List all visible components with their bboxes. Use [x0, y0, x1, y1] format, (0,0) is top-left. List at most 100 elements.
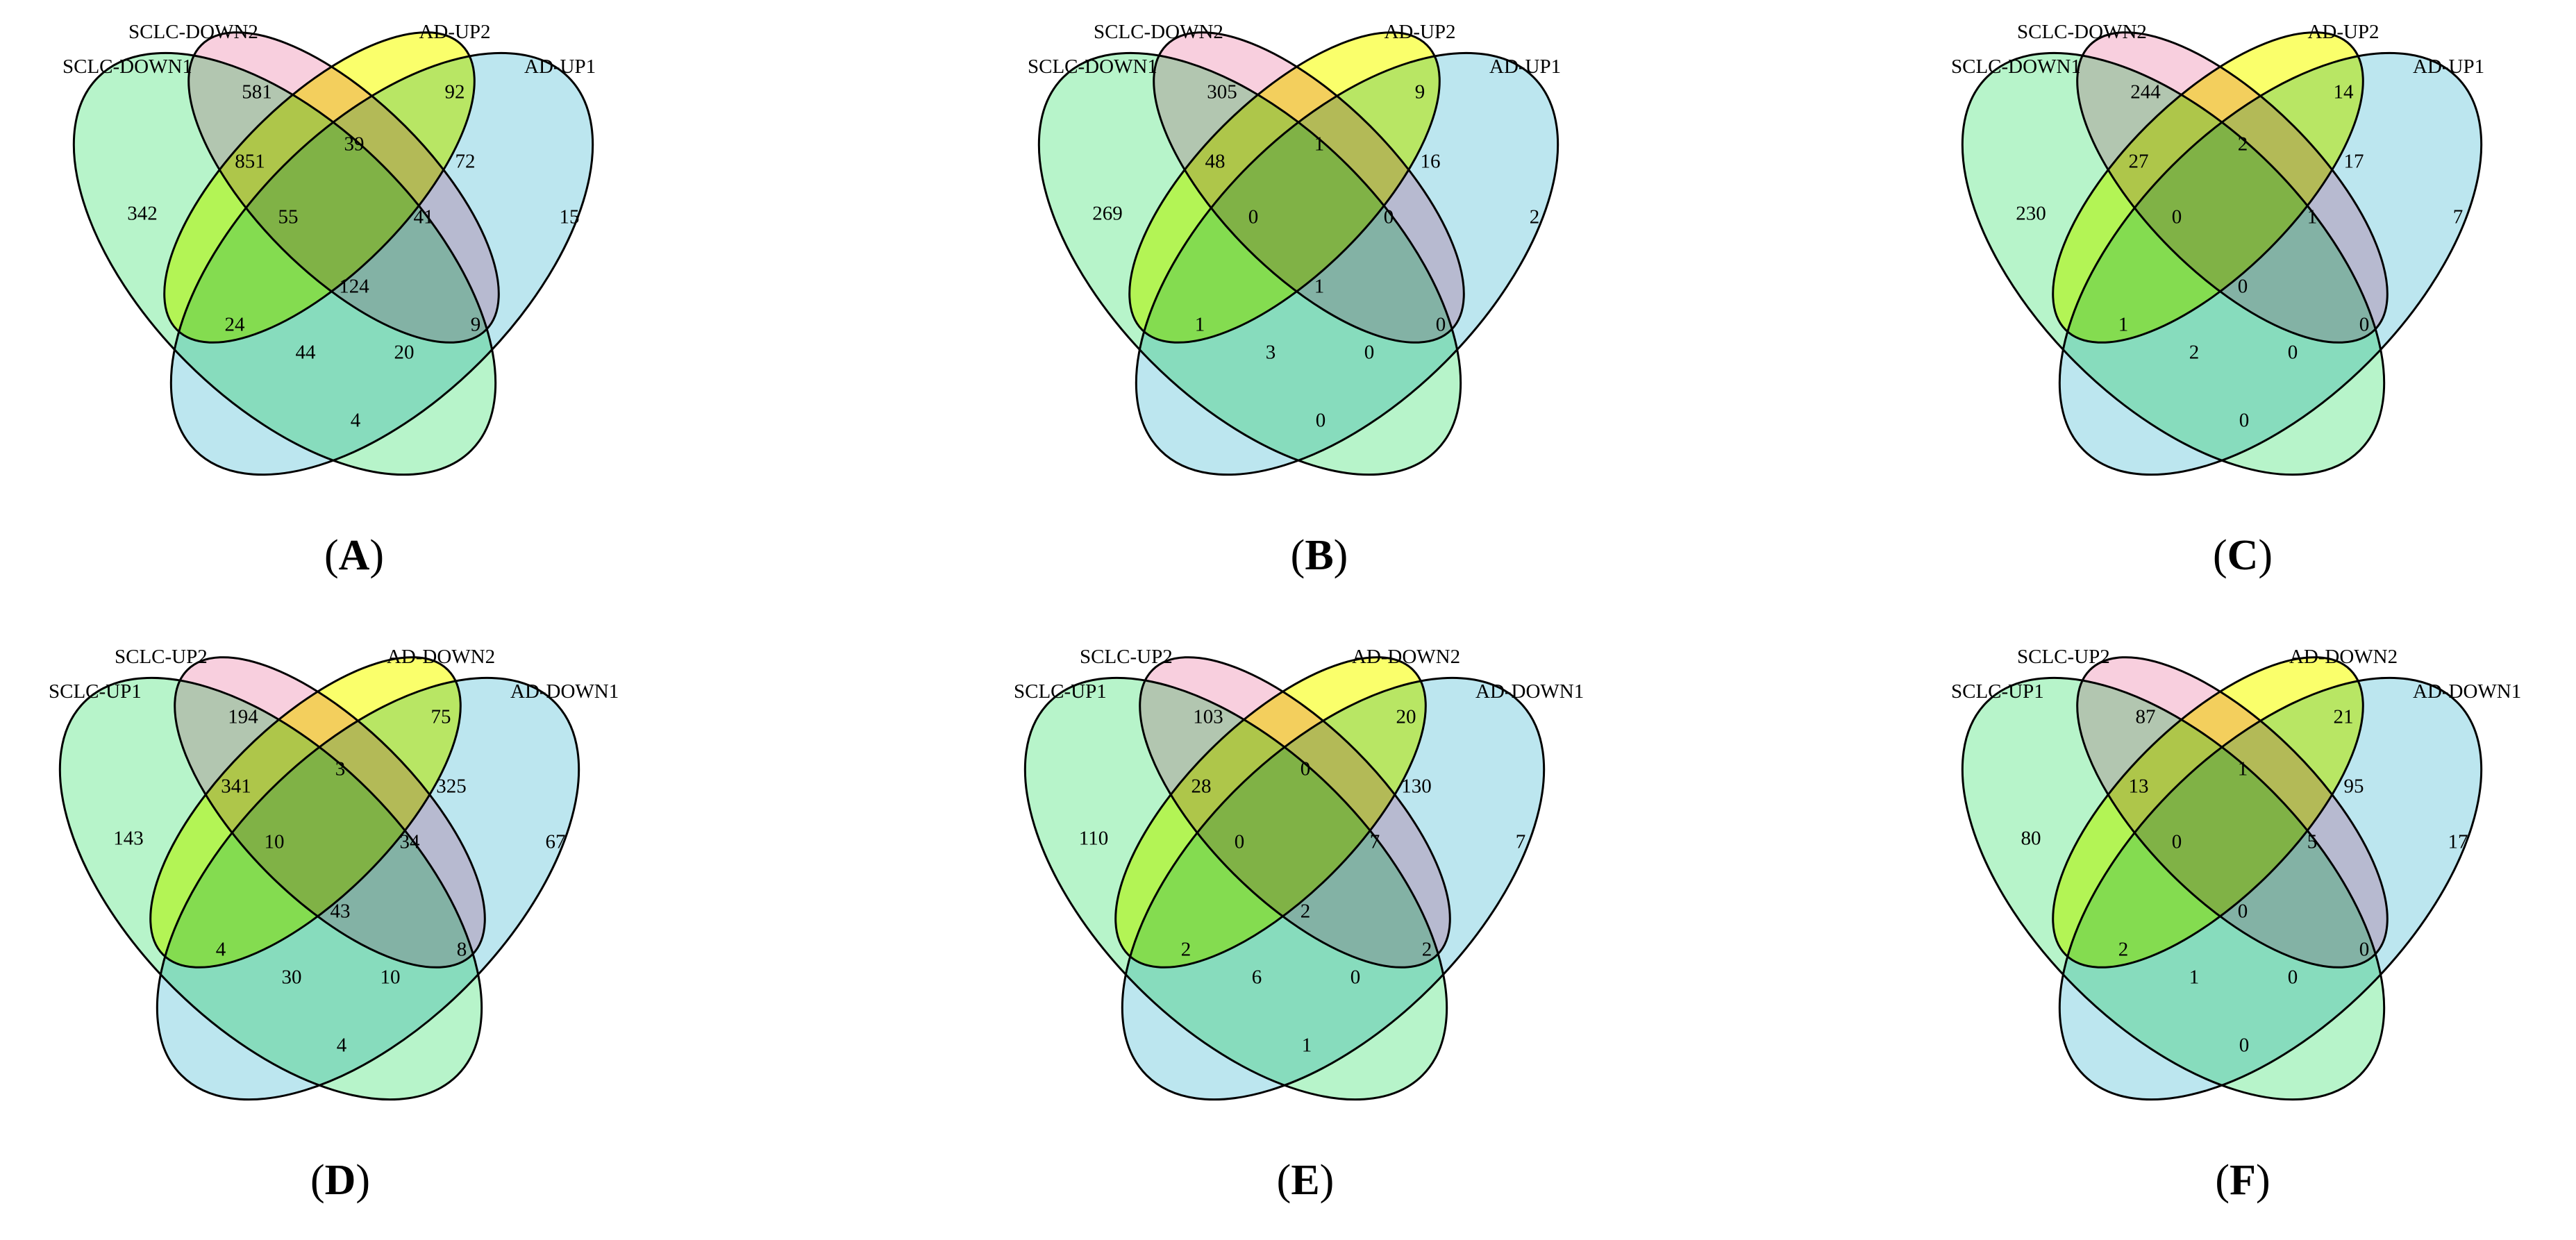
set-label-3: AD-UP2: [2307, 21, 2379, 43]
region-count-r24: 0: [2359, 314, 2370, 336]
region-count-r2: 194: [228, 706, 258, 728]
region-count-r123: 0: [1248, 206, 1259, 228]
region-count-r14: 1: [1302, 1034, 1312, 1057]
set-label-2: SCLC-UP2: [115, 646, 208, 668]
region-count-r12: 341: [221, 776, 251, 798]
region-count-r34: 72: [455, 151, 476, 173]
set-label-2: SCLC-DOWN2: [1094, 21, 1223, 43]
region-count-r3: 14: [2334, 81, 2355, 103]
set-outline-2: [1153, 31, 1465, 344]
region-count-r23: 39: [344, 133, 365, 156]
region-count-r23: 1: [1314, 133, 1325, 156]
region-count-r1: 143: [113, 828, 144, 850]
set-label-1: SCLC-UP1: [1014, 680, 1107, 703]
set-outline-3: [2052, 656, 2364, 969]
set-outline-4: [156, 676, 580, 1101]
region-count-r124: 10: [380, 966, 401, 989]
panel-label: (E): [1277, 1157, 1335, 1204]
region-count-r12: 851: [235, 151, 265, 173]
region-count-r134: 2: [2189, 342, 2200, 364]
region-count-r123: 10: [265, 831, 285, 853]
region-count-r12: 13: [2129, 776, 2149, 798]
region-count-r123: 0: [1235, 831, 1245, 853]
region-count-r12: 28: [1191, 776, 1212, 798]
region-count-r2: 305: [1207, 81, 1237, 103]
set-label-3: AD-UP2: [419, 21, 490, 43]
region-count-r13: 1: [1195, 314, 1205, 336]
region-count-r13: 2: [2118, 939, 2129, 961]
region-count-r24: 8: [457, 939, 467, 961]
region-count-r1: 80: [2021, 828, 2041, 850]
region-count-r2: 87: [2136, 706, 2156, 728]
panel-label: (A): [324, 532, 384, 579]
panel-label: (F): [2215, 1157, 2270, 1204]
region-count-r24: 0: [1436, 314, 1446, 336]
set-label-4: AD-DOWN1: [510, 680, 619, 703]
set-outline-1: [1961, 676, 2386, 1101]
region-count-r12: 27: [2129, 151, 2149, 173]
region-count-r3: 9: [1415, 81, 1425, 103]
region-count-r1: 269: [1092, 203, 1123, 225]
region-count-r123: 55: [278, 206, 299, 228]
set-label-1: SCLC-DOWN1: [1951, 56, 2081, 78]
region-count-r134: 3: [1266, 342, 1276, 364]
region-count-r1: 230: [2016, 203, 2046, 225]
region-count-r34: 130: [1401, 776, 1432, 798]
set-outline-4: [1121, 676, 1546, 1101]
set-outline-1: [1023, 676, 1448, 1101]
region-count-r1234: 2: [1300, 900, 1311, 923]
region-count-r1234: 43: [331, 900, 351, 923]
region-count-r234: 5: [2307, 831, 2318, 853]
set-label-2: SCLC-DOWN2: [2017, 21, 2147, 43]
set-outline-4: [1135, 51, 1559, 476]
region-count-r13: 24: [225, 314, 246, 336]
set-label-2: SCLC-UP2: [1080, 646, 1173, 668]
panel-label: (C): [2213, 532, 2273, 579]
panel-label: (D): [310, 1157, 370, 1204]
region-count-r23: 2: [2238, 133, 2248, 156]
set-label-2: SCLC-DOWN2: [128, 21, 258, 43]
region-count-r14: 4: [337, 1034, 347, 1057]
set-label-3: AD-DOWN2: [1352, 646, 1460, 668]
region-count-r23: 0: [1300, 758, 1311, 780]
region-count-r2: 103: [1193, 706, 1223, 728]
set-outline-3: [149, 656, 462, 969]
region-count-r1234: 124: [339, 276, 369, 298]
set-label-4: AD-UP1: [1489, 56, 1561, 78]
region-count-r34: 95: [2344, 776, 2364, 798]
region-count-r134: 44: [296, 342, 317, 364]
region-count-r14: 0: [1316, 410, 1326, 432]
region-count-r1234: 0: [2238, 900, 2248, 923]
region-count-r4: 15: [560, 206, 580, 228]
region-count-r123: 0: [2172, 831, 2182, 853]
region-count-r234: 34: [400, 831, 421, 853]
region-count-r234: 7: [1370, 831, 1380, 853]
set-outline-4: [169, 51, 594, 476]
set-label-1: SCLC-UP1: [1951, 680, 2044, 703]
region-count-r134: 1: [2189, 966, 2200, 989]
set-outline-2: [2076, 31, 2389, 344]
region-count-r234: 0: [1384, 206, 1394, 228]
set-outline-2: [1139, 656, 1451, 969]
region-count-r13: 4: [216, 939, 226, 961]
region-count-r34: 16: [1421, 151, 1441, 173]
region-count-r124: 0: [2288, 342, 2298, 364]
region-count-r2: 581: [242, 81, 272, 103]
region-count-r4: 2: [1530, 206, 1540, 228]
set-label-1: SCLC-DOWN1: [62, 56, 192, 78]
set-outline-2: [187, 31, 500, 344]
set-label-3: AD-DOWN2: [2289, 646, 2398, 668]
set-outline-4: [2058, 51, 2483, 476]
set-label-1: SCLC-UP1: [49, 680, 142, 703]
region-count-r13: 2: [1181, 939, 1191, 961]
set-outline-2: [2076, 656, 2389, 969]
region-count-r124: 20: [394, 342, 415, 364]
panel-label: (B): [1291, 532, 1348, 579]
region-count-r23: 3: [335, 758, 346, 780]
set-outline-2: [174, 656, 486, 969]
